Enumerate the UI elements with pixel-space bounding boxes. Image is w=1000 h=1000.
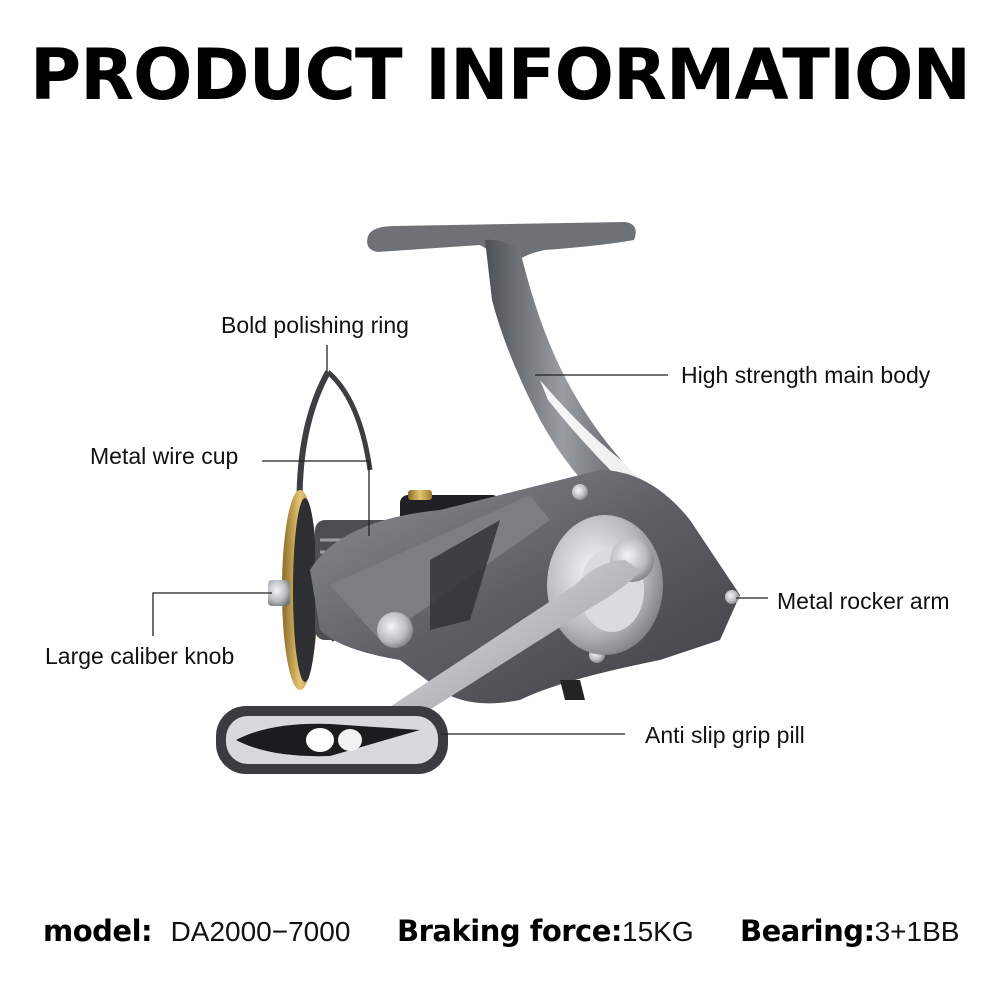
spec-bearing: Bearing:3+1BB <box>740 908 959 960</box>
reel-stem <box>367 222 650 500</box>
callout-rocker-arm: Metal rocker arm <box>777 588 950 614</box>
page-title: PRODUCT INFORMATION <box>29 34 971 116</box>
spec-bar: model: DA2000−7000 Braking force:15KG Be… <box>0 908 1000 954</box>
callout-caliber-knob: Large caliber knob <box>45 643 235 669</box>
grip-pill <box>216 706 448 774</box>
spec-braking-label: Braking force: <box>397 914 623 948</box>
rocker-arm <box>370 560 640 735</box>
spec-bearing-value: 3+1BB <box>874 916 960 947</box>
spec-model-value: DA2000−7000 <box>170 916 351 947</box>
spec-braking: Braking force:15KG <box>397 908 694 960</box>
callout-grip-pill: Anti slip grip pill <box>645 722 805 748</box>
callout-main-body: High strength main body <box>681 362 931 388</box>
spec-model-label: model: <box>43 914 153 948</box>
callout-wire-cup: Metal wire cup <box>90 443 239 469</box>
spec-braking-value: 15KG <box>622 916 694 947</box>
caliber-knob <box>268 580 290 606</box>
body-screw-icon <box>377 612 413 648</box>
spec-bearing-label: Bearing: <box>740 914 875 948</box>
callout-polishing-ring: Bold polishing ring <box>221 312 409 338</box>
spec-model: model: DA2000−7000 <box>43 908 350 960</box>
reel-body <box>310 470 740 704</box>
callout-lines <box>152 345 768 735</box>
